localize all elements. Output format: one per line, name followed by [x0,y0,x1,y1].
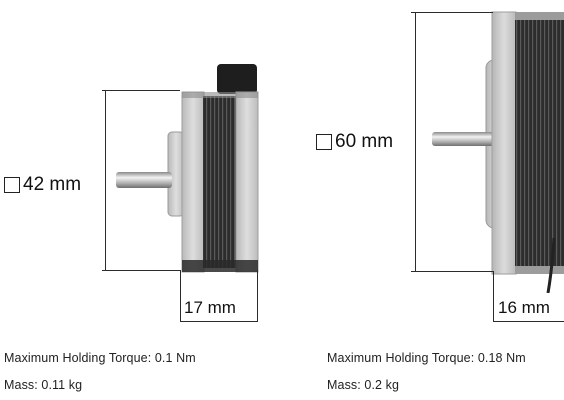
square-icon [316,133,332,150]
motor-42-mass: Mass: 0.11 kg [4,378,83,392]
motor-60-height-line [415,12,416,272]
motor-42-depth-ext-left [180,270,181,322]
motor-60-height-tick-bottom [411,271,493,272]
motor-60-depth-label: 16 mm [498,298,550,317]
motor-60-size-text: 60 mm [335,131,394,152]
motor-60-height-tick-top [411,12,493,13]
motor-60-torque: Maximum Holding Torque: 0.18 Nm [327,351,526,365]
motor-42-height-tick-bottom [102,270,180,271]
motor-42-height-line [105,90,106,271]
motor-42-size-text: 42 mm [23,174,82,195]
motor-60-depth-ext-left [493,271,494,322]
motor-42-torque: Maximum Holding Torque: 0.1 Nm [4,351,196,365]
square-icon [4,176,20,193]
motor-42-depth-ext-right [257,270,258,322]
motor-60-depth-line [493,321,564,322]
motor-42-depth-label: 17 mm [184,298,236,317]
motor-60-size-label: 60 mm [316,132,393,151]
motor-42-height-tick-top [102,90,180,91]
motor-42-size-label: 42 mm [4,175,81,194]
motor-60-mass: Mass: 0.2 kg [327,378,400,392]
motor-60-image [432,11,564,293]
motor-42-image [116,64,259,273]
motor-42-depth-line [180,321,258,322]
